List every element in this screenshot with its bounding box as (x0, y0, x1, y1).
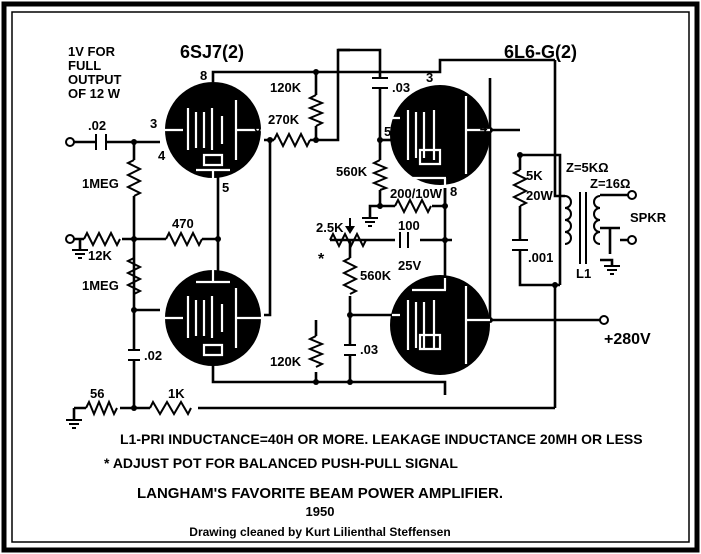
cap-zobel (512, 239, 528, 251)
ground-bottom (66, 419, 82, 429)
secondary-coil (593, 195, 601, 245)
label-r-grid-out-top: 560K (336, 164, 368, 179)
label-pot: 2.5K (316, 220, 344, 235)
terminal-input (65, 137, 75, 147)
res-120k-bot (307, 335, 325, 368)
transformer-core (579, 192, 587, 264)
label-c-in: .02 (88, 118, 106, 133)
label-r-plate-bot: 120K (270, 354, 302, 369)
tube-driver-bottom (165, 270, 264, 366)
tube-output-bottom (390, 275, 490, 375)
capacitors (95, 77, 528, 361)
res-1meg-bot (125, 257, 143, 295)
terminal-spkr-1 (627, 190, 637, 200)
label-r-cath-out: 200/10W (390, 186, 443, 201)
diagram-year: 1950 (306, 504, 335, 519)
res-470 (165, 230, 203, 248)
res-560k-top (371, 159, 389, 191)
pin-driver-6: 6 (254, 120, 261, 135)
inner-frame (11, 11, 690, 543)
ground-secondary (604, 265, 620, 275)
label-pot-star: * (318, 251, 325, 268)
note-pot-adjust: * ADJUST POT FOR BALANCED PUSH-PULL SIGN… (104, 455, 458, 471)
input-note-line2: FULL (68, 58, 101, 73)
pin-driver-8: 8 (200, 68, 207, 83)
ground-input (72, 249, 88, 259)
cap-bottom (344, 344, 356, 356)
label-r-grid-bot: 1MEG (82, 278, 119, 293)
input-note-line4: OF 12 W (68, 86, 121, 101)
pin-driver-5: 5 (222, 180, 229, 195)
label-c-in2: .02 (144, 348, 162, 363)
label-c-top: .03 (392, 80, 410, 95)
grounds (66, 217, 620, 429)
diagram-title: LANGHAM'S FAVORITE BEAM POWER AMPLIFIER. (137, 485, 503, 502)
res-12k (83, 230, 121, 248)
label-r-couple: 270K (268, 112, 300, 127)
terminals (65, 137, 637, 325)
label-r-1k: 1K (168, 386, 185, 401)
res-120k-top (307, 94, 325, 127)
res-270k (273, 131, 311, 149)
tube-driver-top (165, 82, 264, 178)
pin-output-4: 4 (480, 120, 488, 135)
note-inductance: L1-PRI INDUCTANCE=40H OR MORE. LEAKAGE I… (120, 431, 643, 447)
tube-output-top (390, 85, 490, 188)
label-c-bot: .03 (360, 342, 378, 357)
cap-input (95, 134, 107, 150)
terminal-input-2 (65, 234, 75, 244)
pin-driver-4: 4 (158, 148, 166, 163)
label-xfmr-sec: Z=16Ω (590, 176, 630, 191)
label-c-cath: 100 (398, 218, 420, 233)
transformer (564, 192, 601, 264)
res-560k-bot (341, 257, 359, 295)
wires (72, 48, 628, 420)
res-1k (149, 399, 192, 417)
terminal-b-plus (599, 315, 609, 325)
label-xfmr-pri: Z=5KΩ (566, 160, 609, 175)
cap-cathode (399, 232, 409, 248)
label-r-zobel: 5K (526, 168, 543, 183)
label-xfmr-name: L1 (576, 266, 591, 281)
label-r-56: 56 (90, 386, 104, 401)
label-speaker: SPKR (630, 210, 667, 225)
label-r-grid-top: 1MEG (82, 176, 119, 191)
label-c-cath-v: 25V (398, 258, 421, 273)
pot-arrow (345, 226, 355, 234)
cap-top (372, 77, 388, 89)
cap-input-2 (128, 349, 140, 361)
label-r-in: 12K (88, 248, 112, 263)
label-r-cath: 470 (172, 216, 194, 231)
pin-output-8: 8 (450, 184, 457, 199)
diagram-credit: Drawing cleaned by Kurt Lilienthal Steff… (189, 525, 450, 539)
res-56 (85, 399, 118, 417)
label-r-grid-out-bot: 560K (360, 268, 392, 283)
pin-driver-3: 3 (150, 116, 157, 131)
input-note-line3: OUTPUT (68, 72, 122, 87)
label-r-plate-top: 120K (270, 80, 302, 95)
label-b-plus: +280V (604, 331, 651, 348)
label-c-zobel: .001 (528, 250, 553, 265)
tube-label-driver: 6SJ7(2) (180, 42, 244, 62)
res-5k-20w (511, 169, 529, 207)
resistors (83, 94, 529, 417)
tube-label-output: 6L6-G(2) (504, 42, 577, 62)
terminal-spkr-2 (627, 235, 637, 245)
pin-output-5: 5 (384, 124, 391, 139)
pot-2-5k (329, 231, 367, 249)
primary-coil (564, 195, 572, 245)
pin-output-3: 3 (426, 70, 433, 85)
ground-pot (362, 217, 378, 227)
input-note-line1: 1V FOR (68, 44, 116, 59)
res-200-10w (394, 197, 432, 215)
res-1meg-top (125, 159, 143, 197)
label-r-zobel-w: 20W (526, 188, 553, 203)
